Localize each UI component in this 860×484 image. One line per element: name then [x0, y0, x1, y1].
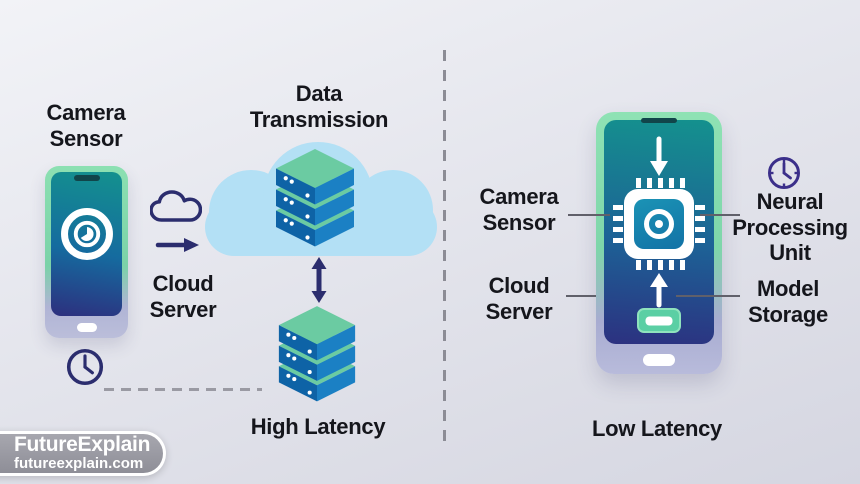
low-latency-label: Low Latency — [592, 416, 722, 441]
left-cloud-server-label: Cloud Server — [149, 271, 217, 322]
chip-pin — [636, 260, 641, 270]
double-headed-arrow-icon — [311, 257, 327, 303]
neural-processing-unit-label: Neural Processing Unit — [732, 189, 848, 266]
arrow-down-icon — [650, 136, 668, 176]
arrow-up-icon — [650, 273, 668, 308]
chip-pin — [658, 260, 663, 270]
chip-body — [624, 189, 694, 259]
chip-pin — [647, 178, 652, 188]
camera-sensor-connector-line — [568, 214, 610, 216]
right-phone-home-button — [643, 354, 675, 366]
chip-pin — [695, 227, 705, 232]
chip-camera-dot — [655, 220, 663, 228]
cloud-icon — [150, 190, 202, 222]
left-smartphone — [45, 166, 128, 338]
model-storage-connector-line — [676, 295, 740, 297]
chip-pin — [695, 205, 705, 210]
chip-pin — [669, 260, 674, 270]
right-phone-notch — [641, 118, 677, 123]
camera-lens-icon — [60, 207, 113, 260]
dashed-divider — [443, 50, 446, 446]
chip-camera-ring — [644, 209, 674, 239]
clock-icon — [66, 348, 104, 386]
chip-pin — [613, 238, 623, 243]
chip-pin — [680, 260, 685, 270]
left-phone-notch — [73, 175, 100, 181]
high-latency-label: High Latency — [250, 414, 386, 439]
clock-icon — [768, 157, 800, 189]
chip-pin — [695, 216, 705, 221]
latency-dashed-line — [104, 388, 262, 391]
data-transmission-label: Data Transmission — [249, 81, 389, 132]
npu-chip-icon — [613, 178, 705, 270]
chip-pin — [669, 178, 674, 188]
right-camera-sensor-label: Camera Sensor — [479, 184, 559, 235]
model-storage-bar — [645, 316, 673, 325]
left-phone-screen — [51, 172, 122, 316]
arrow-right-icon — [155, 238, 199, 252]
brand-name: FutureExplain — [14, 433, 151, 457]
cloud-server-connector-line — [566, 295, 596, 297]
model-storage-label: Model Storage — [748, 276, 828, 327]
right-smartphone — [596, 112, 722, 374]
brand-url: futureexplain.com — [14, 455, 144, 473]
chip-pin — [695, 238, 705, 243]
chip-inner — [634, 199, 684, 249]
chip-pin — [647, 260, 652, 270]
chip-pin — [613, 227, 623, 232]
model-storage-icon — [637, 308, 681, 333]
chip-pin — [613, 216, 623, 221]
chip-pin — [658, 178, 663, 188]
chip-pin — [613, 205, 623, 210]
left-phone-home-button — [76, 323, 97, 332]
npu-connector-line — [700, 214, 740, 216]
cloud-server-stack-icon — [276, 149, 354, 247]
server-stack-icon — [278, 306, 356, 402]
chip-pin — [636, 178, 641, 188]
brand-pill: FutureExplain futureexplain.com — [0, 431, 166, 476]
chip-pin — [680, 178, 685, 188]
right-cloud-server-label: Cloud Server — [485, 273, 553, 324]
left-camera-sensor-label: Camera Sensor — [46, 100, 126, 151]
